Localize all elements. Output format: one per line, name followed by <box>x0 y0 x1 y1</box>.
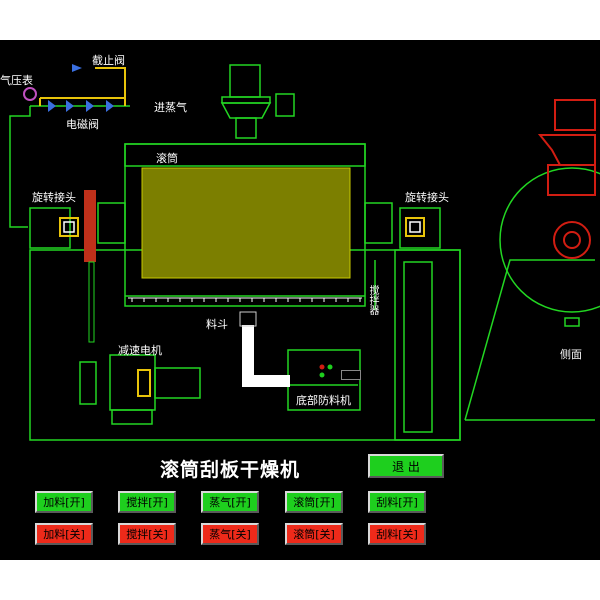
stir-off-button[interactable]: 搅拌[关] <box>118 523 176 545</box>
drum-label: 滚筒 <box>156 152 178 165</box>
pressure-gauge-label: 气压表 <box>0 74 33 87</box>
stop-valve-label: 截止阀 <box>92 54 125 67</box>
feed-on-button[interactable]: 加料[开] <box>35 491 93 513</box>
rotary-joint-right-label: 旋转接头 <box>405 191 449 204</box>
rotary-joint-left-label: 旋转接头 <box>32 191 76 204</box>
drum-off-button[interactable]: 滚筒[关] <box>285 523 343 545</box>
solenoid-valve-label: 电磁阀 <box>66 118 99 131</box>
drum-on-button[interactable]: 滚筒[开] <box>285 491 343 513</box>
bottom-feeder-label: 底部防料机 <box>296 394 351 407</box>
scraper-on-button[interactable]: 刮料[开] <box>368 491 426 513</box>
scraper-off-button[interactable]: 刮料[关] <box>368 523 426 545</box>
exit-button[interactable]: 退 出 <box>368 454 444 478</box>
feeder-display <box>341 370 361 380</box>
steam-off-button[interactable]: 蒸气[关] <box>201 523 259 545</box>
equipment-diagram <box>9 64 600 441</box>
hmi-screen: 气压表 截止阀 电磁阀 进蒸气 滚筒 旋转接头 旋转接头 搅拌器 料斗 减速电机… <box>0 40 600 560</box>
page-title: 滚筒刮板干燥机 <box>160 459 301 481</box>
steam-on-button[interactable]: 蒸气[开] <box>201 491 259 513</box>
hopper-label: 料斗 <box>206 318 228 331</box>
gear-motor-label: 减速电机 <box>118 344 162 357</box>
stir-on-button[interactable]: 搅拌[开] <box>118 491 176 513</box>
side-view-label: 侧面 <box>560 348 582 361</box>
steam-inlet-label: 进蒸气 <box>154 101 187 114</box>
agitator-label: 搅拌器 <box>367 285 378 315</box>
feed-off-button[interactable]: 加料[关] <box>35 523 93 545</box>
